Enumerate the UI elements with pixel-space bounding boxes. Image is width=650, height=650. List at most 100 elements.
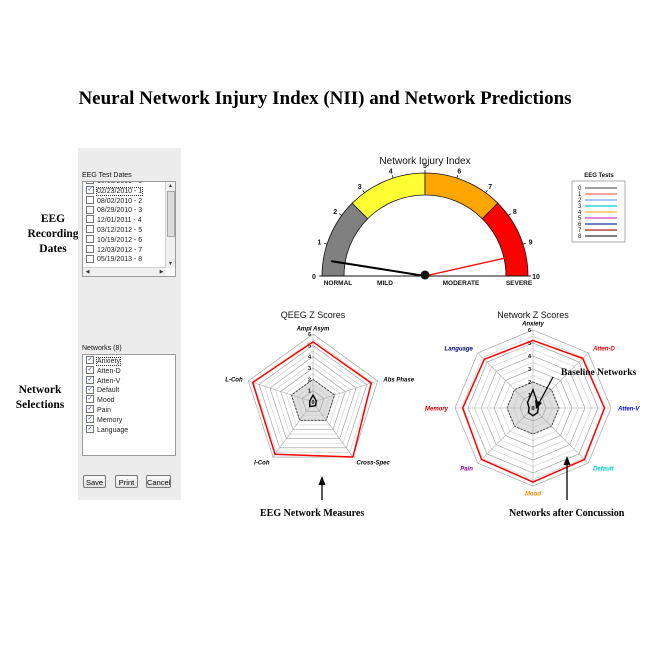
checkbox[interactable] — [86, 182, 94, 185]
eeg-date-item[interactable]: 12/03/2012 - 7 — [83, 244, 165, 256]
radar-series-0 — [308, 393, 317, 408]
legend-title: EEG Tests — [584, 173, 614, 179]
eeg-date-item[interactable]: 08/29/2010 - 3 — [83, 205, 165, 216]
scroll-right-icon[interactable]: ▶ — [159, 269, 164, 275]
checkbox[interactable] — [86, 215, 94, 224]
network-item[interactable]: Default — [83, 385, 173, 396]
checkbox[interactable] — [86, 225, 94, 234]
gauge-band-1 — [351, 172, 426, 220]
scroll-up-icon[interactable]: ▲ — [168, 183, 173, 189]
network-item[interactable]: Language — [83, 424, 173, 436]
gauge-band-3 — [481, 202, 529, 277]
radar-axis-label: Default — [593, 467, 614, 473]
scroll-left-icon[interactable]: ◀ — [85, 269, 90, 275]
dates-horizontal-scrollbar[interactable]: ◀ ▶ — [83, 267, 166, 276]
radar-axis-label: Cross-Spec — [356, 460, 390, 466]
radar-axis-label: Atten-V — [617, 407, 640, 413]
checkbox[interactable] — [86, 356, 94, 365]
network-item-label: Pain — [97, 406, 112, 414]
eeg-date-item-label: 08/02/2010 - 2 — [97, 197, 143, 205]
radar-grid-ring — [296, 384, 330, 417]
eeg-date-item-label: 12/01/2011 - 4 — [97, 217, 142, 225]
network-item-label: Memory — [97, 416, 123, 424]
checkbox[interactable] — [86, 185, 94, 194]
eeg-date-item-label: 10/05/2009 - 0 — [97, 181, 143, 185]
networks-after-concussion-caption: Networks after Concussion — [509, 508, 625, 519]
eeg-date-item[interactable]: 10/05/2009 - 0 — [83, 181, 165, 187]
checkbox[interactable] — [86, 254, 94, 263]
eeg-recording-dates-label: EEG Recording Dates — [18, 212, 88, 257]
network-item[interactable]: Atten-D — [83, 365, 173, 377]
eeg-date-item-label: 02/23/2010 - 1 — [95, 186, 144, 196]
eeg-recording-line1: EEG Recording — [27, 213, 79, 240]
radar-tick-label: 5 — [308, 343, 311, 349]
gauge-band-2 — [424, 172, 499, 220]
eeg-date-item-label: 08/29/2010 - 3 — [97, 207, 143, 215]
radar-grid-ring — [285, 373, 341, 426]
eeg-date-item[interactable]: 12/01/2011 - 4 — [83, 215, 165, 226]
checkbox[interactable] — [86, 365, 94, 374]
radar-tick-label: 4 — [308, 355, 312, 361]
radar-tick-label: 6 — [308, 332, 311, 338]
eeg-date-item[interactable]: 10/19/2012 - 6 — [83, 234, 165, 246]
radar-tick-label: 3 — [308, 366, 311, 372]
network-item[interactable]: Atten-V — [83, 375, 173, 387]
networks-title: Networks (8) — [82, 345, 122, 352]
checkbox[interactable] — [86, 414, 94, 423]
radar-title: QEEG Z Scores — [281, 310, 346, 320]
eeg-date-item-label: 10/19/2012 - 6 — [97, 236, 143, 244]
radar-axis-label: Language — [445, 346, 474, 352]
checkbox[interactable] — [86, 244, 94, 253]
gauge-tick-label: 7 — [488, 184, 492, 191]
checkbox[interactable] — [86, 205, 94, 214]
network-item[interactable]: Mood — [83, 395, 173, 406]
networks-listbox[interactable]: AnxietyAtten-DAtten-VDefaultMoodPainMemo… — [82, 354, 176, 456]
dates-vertical-scrollbar[interactable]: ▲ ▼ — [165, 182, 175, 268]
network-selections-line1: Network — [18, 384, 62, 396]
network-radar-chart: Network Z Scores1234560AnxietyAtten-DAtt… — [425, 310, 640, 498]
network-item[interactable]: Memory — [83, 414, 173, 426]
print-button[interactable]: Print — [115, 475, 138, 488]
gauge-needle-concussion — [424, 253, 524, 277]
checkbox[interactable] — [86, 424, 94, 433]
radar-center-label: 0 — [311, 400, 314, 406]
radar-tick-label: 2 — [308, 377, 311, 383]
radar-title: Network Z Scores — [497, 310, 569, 320]
radar-spoke — [477, 407, 534, 464]
scroll-thumb[interactable] — [167, 191, 175, 237]
checkbox[interactable] — [86, 195, 94, 204]
scroll-down-icon[interactable]: ▼ — [168, 261, 173, 267]
eeg-date-item[interactable]: 05/19/2013 - 8 — [83, 254, 165, 265]
save-button[interactable]: Save — [83, 475, 106, 488]
eeg-dates-listbox[interactable]: 10/05/2009 - 002/23/2010 - 108/02/2010 -… — [82, 181, 176, 277]
eeg-measures-arrowhead — [318, 476, 326, 485]
radar-spoke — [312, 380, 378, 403]
legend-label: 1 — [578, 192, 582, 198]
network-item[interactable]: Pain — [83, 405, 173, 416]
cancel-button[interactable]: Cancel — [146, 475, 171, 488]
eeg-date-item[interactable]: 08/02/2010 - 2 — [83, 195, 165, 207]
radar-series-1 — [251, 341, 373, 458]
gauge-tick — [508, 213, 511, 216]
control-panel: EEG Test Dates 10/05/2009 - 002/23/2010 … — [78, 148, 181, 500]
checkbox[interactable] — [86, 395, 94, 404]
gauge-title: Network Injury Index — [379, 156, 470, 167]
radar-spoke — [272, 401, 314, 458]
eeg-date-item[interactable]: 02/23/2010 - 1 — [83, 185, 165, 197]
gauge-tick-label: 8 — [513, 209, 517, 216]
checkbox[interactable] — [86, 375, 94, 384]
radar-spoke — [312, 401, 354, 458]
network-item-label: Atten-D — [97, 367, 121, 375]
radar-tick-label: 1 — [308, 389, 311, 395]
radar-axis-label: Pain — [460, 467, 473, 473]
eeg-date-item[interactable]: 03/12/2012 - 5 — [83, 225, 165, 236]
network-item-label: Language — [97, 426, 129, 434]
network-item[interactable]: Anxiety — [83, 356, 173, 367]
checkbox[interactable] — [86, 234, 94, 243]
gauge-tick — [391, 175, 394, 179]
checkbox[interactable] — [86, 385, 94, 394]
legend-label: 2 — [578, 198, 582, 204]
checkbox[interactable] — [86, 405, 94, 414]
